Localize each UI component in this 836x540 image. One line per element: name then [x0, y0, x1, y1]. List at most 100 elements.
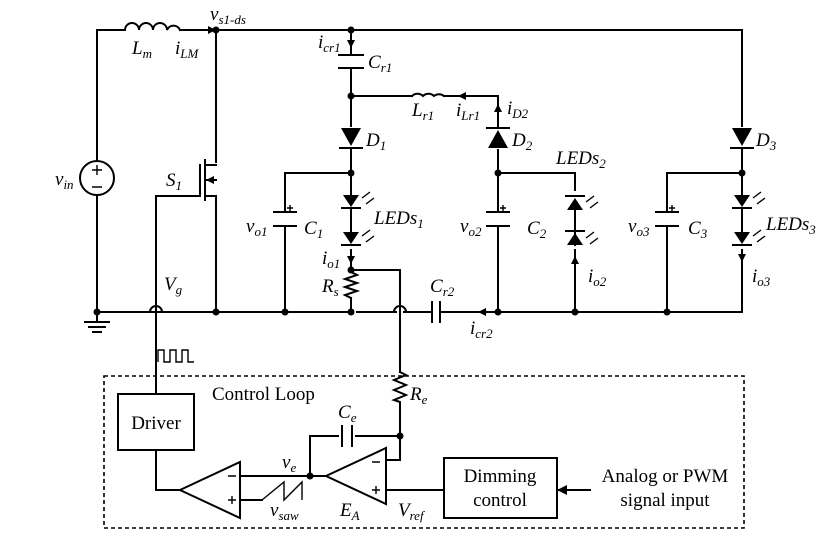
- control-loop-box: [103, 375, 745, 529]
- rs-resistor: [341, 270, 361, 300]
- io2-label: i: [588, 266, 593, 287]
- svg-text:iLr1: iLr1: [456, 100, 480, 123]
- signal-input-line2: signal input: [620, 490, 710, 511]
- leds1-label: LEDs: [373, 208, 417, 229]
- junction-dots: [93, 26, 746, 480]
- svg-text:icr2: icr2: [470, 318, 493, 341]
- svg-text:C1: C1: [304, 218, 323, 241]
- svg-text:vsaw: vsaw: [270, 500, 299, 523]
- svg-text:D1: D1: [365, 130, 386, 153]
- ce-label: C: [338, 402, 351, 423]
- s1-label: S: [166, 170, 176, 191]
- d1-diode-icon: [339, 128, 363, 149]
- leds2-icon: [565, 195, 599, 246]
- svg-text:io3: io3: [752, 266, 771, 289]
- vref-label: V: [398, 500, 412, 521]
- dimming-label-line2: control: [473, 490, 527, 511]
- svg-text:Vg: Vg: [164, 274, 183, 297]
- d1-label: D: [365, 130, 380, 151]
- svg-text:iD2: iD2: [507, 98, 529, 121]
- signal-input-line1: Analog or PWM: [602, 466, 729, 487]
- c3-label: C: [688, 218, 701, 239]
- lr1-inductor: [410, 92, 446, 98]
- leds2-label: LEDs: [555, 148, 599, 169]
- dimming-label-line1: Dimming: [464, 466, 537, 487]
- leds3-icon: [732, 191, 766, 246]
- gate-pulse-icon: [157, 349, 194, 363]
- svg-text:C2: C2: [527, 218, 547, 241]
- svg-text:Ce: Ce: [338, 402, 357, 425]
- lr1-label: L: [411, 100, 423, 121]
- svg-text:vin: vin: [55, 169, 74, 192]
- svg-text:Re: Re: [409, 384, 428, 407]
- cr1-capacitor: [338, 54, 364, 69]
- svg-text:Lr1: Lr1: [411, 100, 434, 123]
- svg-text:Cr2: Cr2: [430, 276, 455, 299]
- current-arrows: [208, 26, 746, 316]
- cr1-label: C: [368, 52, 381, 73]
- svg-text:vo3: vo3: [628, 216, 650, 239]
- error-amplifier-icon: [323, 446, 387, 506]
- c1-capacitor: [273, 205, 297, 227]
- cr2-label: C: [430, 276, 443, 297]
- ea-label: E: [339, 500, 352, 521]
- c2-label: C: [527, 218, 540, 239]
- sawtooth-icon: [261, 480, 303, 502]
- lm-label: L: [131, 38, 143, 59]
- d2-diode-icon: [486, 127, 510, 148]
- driver-box: [117, 393, 195, 451]
- vin-source-icon: [79, 160, 115, 196]
- leds1-icon: [341, 191, 375, 246]
- signal-arrow-icon: [557, 485, 567, 495]
- icr2-label: i: [470, 318, 475, 339]
- control-loop-title: Control Loop: [212, 384, 315, 405]
- svg-text:EA: EA: [339, 500, 360, 523]
- vg-label: V: [164, 274, 178, 295]
- svg-text:S1: S1: [166, 170, 182, 193]
- svg-text:ve: ve: [282, 452, 296, 475]
- s1-mosfet-icon: [199, 159, 217, 201]
- ground-icon: [84, 311, 110, 333]
- rs-label: R: [321, 276, 334, 297]
- svg-text:io1: io1: [322, 248, 340, 271]
- ilr1-label: i: [456, 100, 461, 121]
- lm-inductor: [123, 22, 182, 32]
- svg-text:Vref: Vref: [398, 500, 426, 523]
- svg-text:Rs: Rs: [321, 276, 339, 299]
- svg-text:LEDs2: LEDs2: [555, 148, 606, 171]
- dimming-control-box: [443, 457, 558, 519]
- svg-text:Cr1: Cr1: [368, 52, 392, 75]
- cr2-capacitor: [431, 301, 441, 323]
- vo1-label: v: [246, 216, 255, 237]
- svg-text:icr1: icr1: [318, 32, 341, 55]
- svg-text:vo2: vo2: [460, 216, 482, 239]
- crossing-humps: [148, 305, 408, 314]
- leds3-label: LEDs: [765, 214, 809, 235]
- svg-text:vo1: vo1: [246, 216, 267, 239]
- svg-text:LEDs3: LEDs3: [765, 214, 816, 237]
- d3-diode-icon: [730, 128, 754, 149]
- c3-capacitor: [655, 205, 679, 227]
- vs1ds-label: v: [210, 4, 219, 25]
- vin-label: v: [55, 169, 64, 190]
- driver-label: Driver: [131, 413, 181, 434]
- vsaw-label: v: [270, 500, 279, 521]
- d2-label: D: [511, 130, 526, 151]
- c1-label: C: [304, 218, 317, 239]
- re-resistor: [391, 370, 409, 411]
- svg-text:C3: C3: [688, 218, 708, 241]
- svg-text:io2: io2: [588, 266, 607, 289]
- vo2-label: v: [460, 216, 469, 237]
- id2-label: i: [507, 98, 512, 119]
- io3-label: i: [752, 266, 757, 287]
- svg-text:iLM: iLM: [175, 38, 200, 61]
- svg-text:Lm: Lm: [131, 38, 152, 61]
- component-labels: vin Lm iLM vs1-ds icr1 Cr1 Lr1 iLr1 iD2 …: [55, 4, 816, 523]
- d3-label: D: [755, 130, 770, 151]
- ve-label: v: [282, 452, 291, 473]
- re-label: R: [409, 384, 422, 405]
- svg-text:D2: D2: [511, 130, 533, 153]
- io1-label: i: [322, 248, 327, 269]
- ilm-label: i: [175, 38, 180, 59]
- icr1-label: i: [318, 32, 323, 53]
